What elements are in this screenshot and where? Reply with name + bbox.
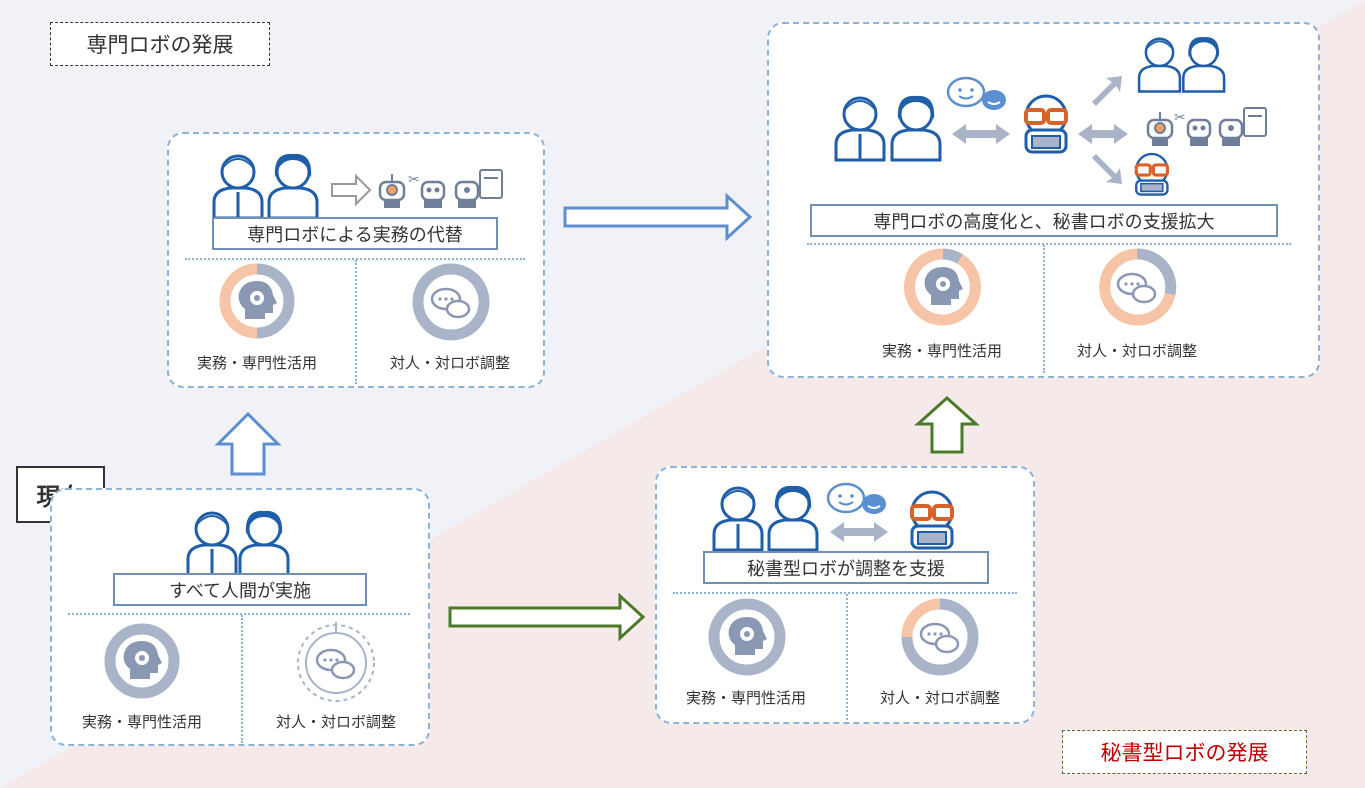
diagonal-arrow-icon bbox=[1092, 154, 1122, 184]
interpersonal-coordination-label: 対人・対ロボ調整 bbox=[389, 354, 510, 372]
person-icon bbox=[890, 95, 942, 162]
interpersonal-coordination-label: 対人・対ロボ調整 bbox=[1076, 342, 1197, 360]
current-stage-caption: すべて人間が実施 bbox=[113, 573, 367, 606]
specialist-stage-caption: 専門ロボによる実務の代替 bbox=[212, 217, 498, 250]
person-icon bbox=[712, 486, 764, 552]
divider bbox=[68, 613, 410, 615]
chat-icon bbox=[1116, 272, 1157, 304]
practice-expertise-label: 実務・専門性活用 bbox=[81, 713, 202, 731]
arrow-right-icon bbox=[331, 173, 372, 207]
person-icon bbox=[834, 96, 886, 162]
current-stage-panel bbox=[50, 488, 430, 746]
divider bbox=[807, 243, 1291, 245]
practice-expertise-donut bbox=[708, 598, 786, 676]
person-icon bbox=[267, 153, 319, 220]
practice-expertise-donut bbox=[219, 263, 295, 339]
practice-expertise-label: 実務・専門性活用 bbox=[196, 354, 317, 372]
gear-head-icon bbox=[728, 617, 767, 655]
practice-expertise-donut bbox=[904, 248, 982, 326]
svg-text:✂: ✂ bbox=[1174, 110, 1186, 126]
robot-icon bbox=[1146, 112, 1174, 146]
chat-icon bbox=[430, 287, 471, 319]
interpersonal-coordination-donut bbox=[297, 622, 375, 702]
interpersonal-coordination-donut bbox=[901, 598, 979, 676]
person-icon bbox=[238, 510, 290, 577]
divider bbox=[846, 594, 848, 720]
practice-expertise-label: 実務・専門性活用 bbox=[685, 689, 806, 707]
svg-text:✂: ✂ bbox=[408, 172, 420, 188]
robot-icon bbox=[378, 174, 406, 208]
secretary-robot-icon bbox=[910, 490, 954, 550]
speech-bubble-icon bbox=[946, 76, 1006, 110]
person-icon bbox=[186, 511, 238, 577]
two-humans-icon bbox=[186, 510, 290, 577]
humans-and-secretary-robot-illustration bbox=[712, 482, 954, 552]
robot-icon: ✂ bbox=[408, 172, 446, 208]
secretary-robot-icon bbox=[1024, 94, 1068, 154]
secretary-robot-icon bbox=[1134, 152, 1169, 196]
right-arrow-current-to-secretary bbox=[448, 592, 646, 642]
robot-icon bbox=[454, 169, 503, 208]
secretary-development-tag: 秘書型ロボの発展 bbox=[1062, 730, 1307, 774]
advanced-robots-illustration: ✂ bbox=[834, 36, 1267, 196]
speech-bubble-icon bbox=[826, 482, 886, 514]
humans-to-robots-illustration: ✂ bbox=[212, 153, 503, 220]
divider bbox=[185, 258, 525, 260]
specialist-development-tag: 専門ロボの発展 bbox=[50, 22, 270, 66]
practice-expertise-donut bbox=[104, 623, 180, 699]
diagonal-arrow-icon bbox=[1092, 76, 1122, 106]
gear-head-icon bbox=[123, 641, 162, 679]
robot-icon: ✂ bbox=[1174, 110, 1212, 146]
person-icon bbox=[212, 154, 264, 220]
divider bbox=[355, 260, 357, 384]
up-arrow-secretary-to-future bbox=[914, 395, 980, 454]
up-arrow-current-to-specialist bbox=[214, 411, 282, 476]
double-arrow-icon bbox=[952, 124, 1010, 144]
gear-head-icon bbox=[924, 267, 963, 305]
double-arrow-icon bbox=[1078, 124, 1128, 144]
divider bbox=[1043, 245, 1045, 373]
interpersonal-coordination-donut bbox=[1099, 248, 1177, 326]
divider bbox=[673, 592, 1017, 594]
secretary-stage-caption: 秘書型ロボが調整を支援 bbox=[703, 551, 989, 584]
chat-icon bbox=[315, 648, 356, 680]
interpersonal-coordination-donut bbox=[412, 263, 490, 341]
future-stage-caption: 専門ロボの高度化と、秘書ロボの支援拡大 bbox=[810, 204, 1278, 237]
gear-head-icon bbox=[238, 281, 277, 319]
person-icon bbox=[1137, 37, 1182, 93]
chat-icon bbox=[919, 622, 960, 654]
divider bbox=[241, 615, 243, 743]
double-arrow-icon bbox=[830, 522, 888, 542]
interpersonal-coordination-label: 対人・対ロボ調整 bbox=[275, 713, 396, 731]
interpersonal-coordination-label: 対人・対ロボ調整 bbox=[879, 689, 1000, 707]
person-icon bbox=[767, 485, 819, 552]
practice-expertise-label: 実務・専門性活用 bbox=[881, 342, 1002, 360]
person-icon bbox=[1182, 36, 1226, 93]
right-arrow-specialist-to-future bbox=[563, 192, 753, 242]
robot-icon bbox=[1218, 107, 1267, 146]
